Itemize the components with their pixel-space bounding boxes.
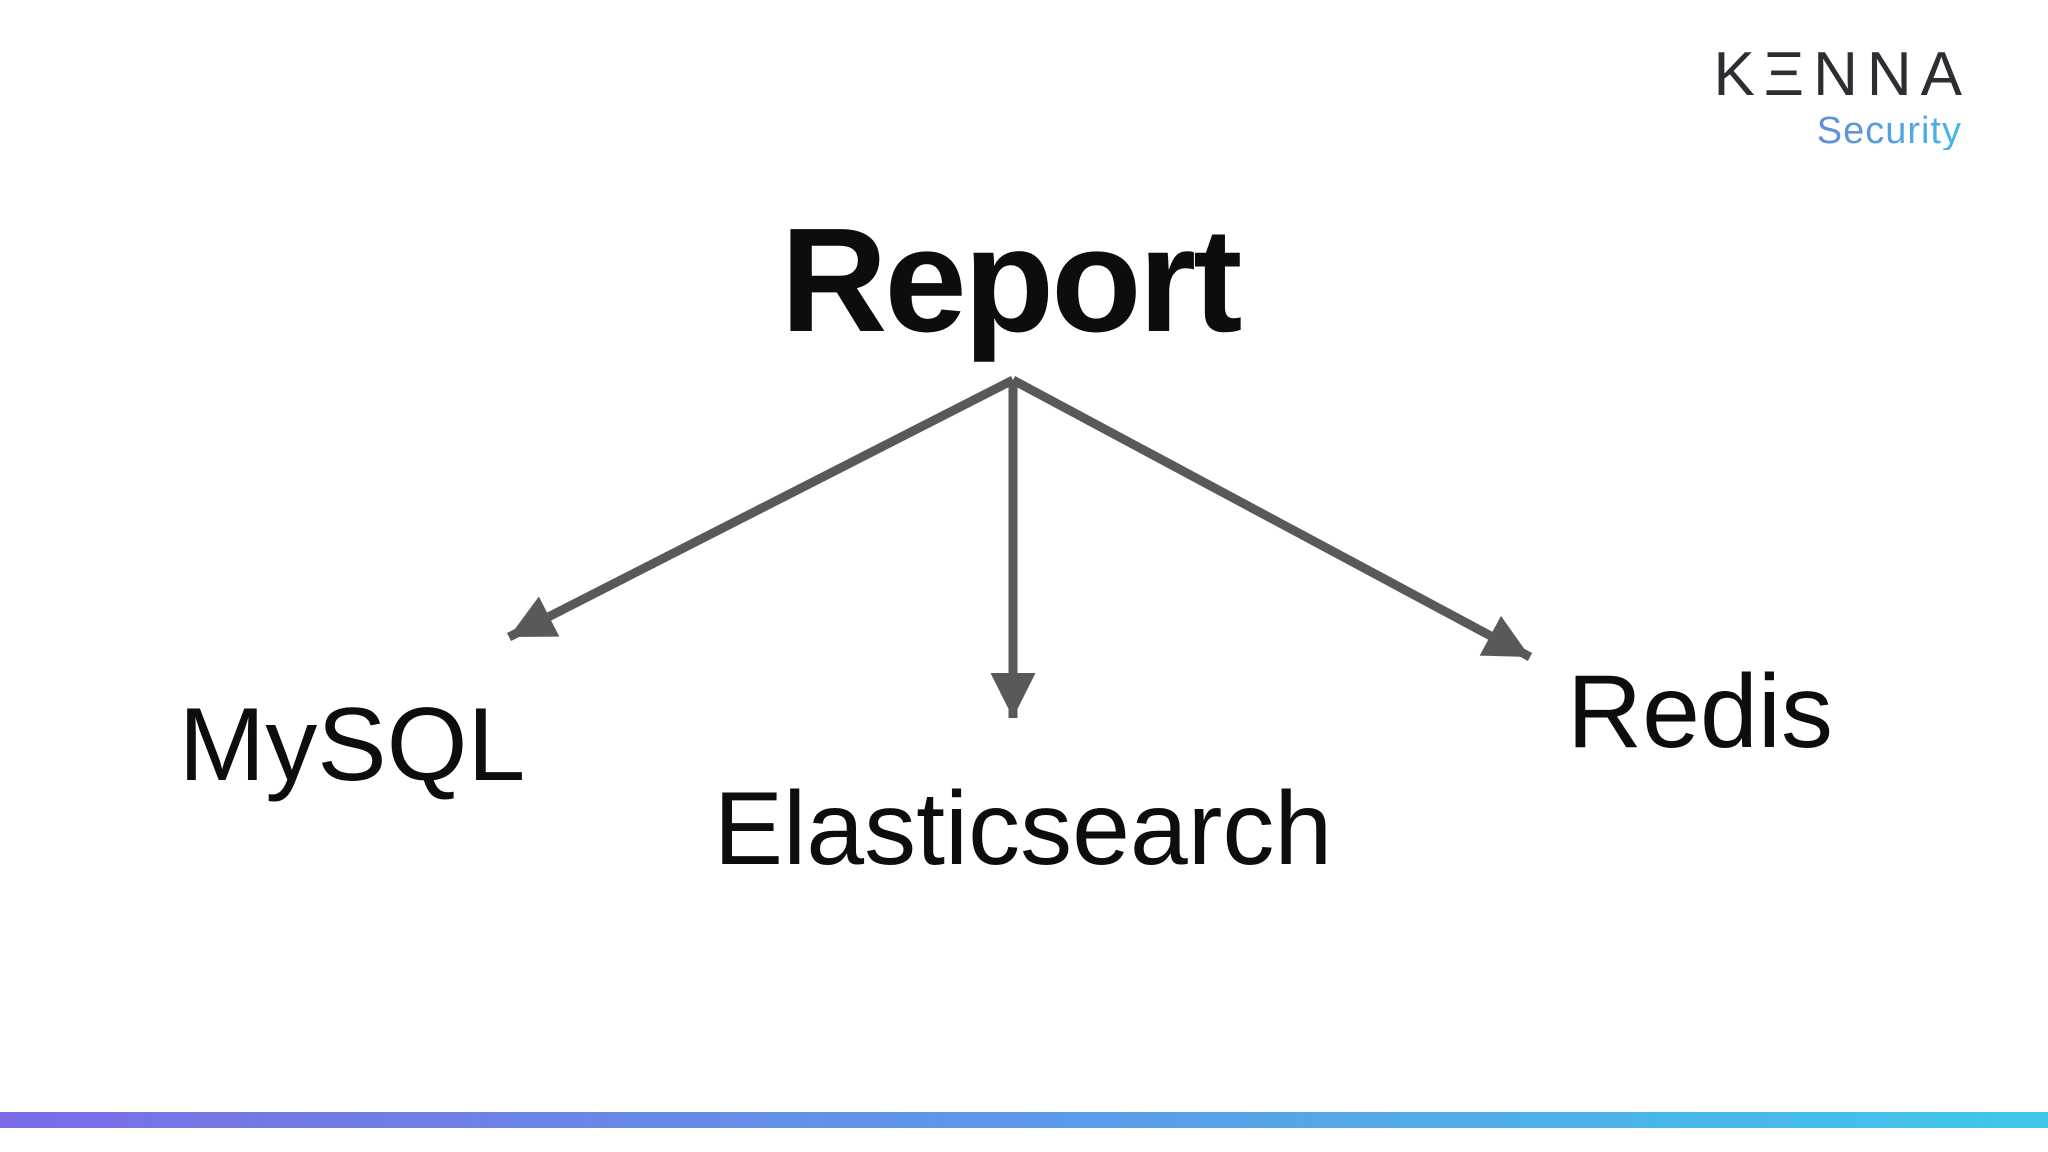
- kenna-logo-brand: KΞNNA: [1713, 40, 1971, 109]
- arrow-report-to-mysql: [506, 375, 1016, 642]
- kenna-logo-tagline: Security: [1713, 112, 1962, 150]
- redis-node-label: Redis: [1567, 654, 1833, 770]
- mysql-node-label: MySQL: [178, 687, 526, 803]
- kenna-logo: KΞNNA Security: [1713, 44, 1962, 151]
- elasticsearch-node-label: Elasticsearch: [713, 771, 1333, 887]
- bottom-accent-bar: [0, 1112, 2048, 1128]
- arrow-report-to-redis: [1010, 376, 1533, 661]
- report-root-node-label: Report: [780, 198, 1243, 363]
